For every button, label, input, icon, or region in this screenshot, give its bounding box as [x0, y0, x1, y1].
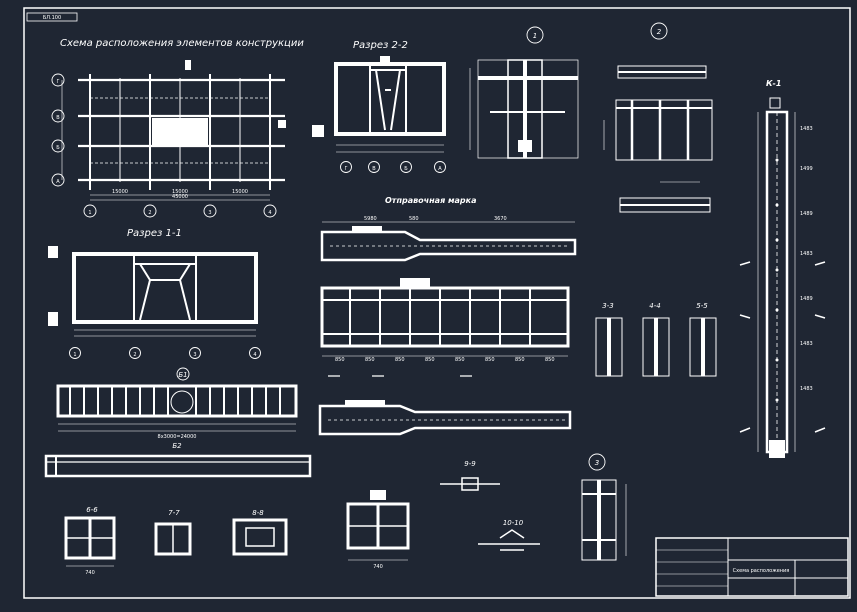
b2-title: Б2: [172, 442, 182, 450]
title-block-text: Схема расположения: [733, 568, 790, 574]
axis-label: 3: [193, 352, 196, 358]
detail-bottom-center: 740: [346, 490, 410, 570]
column-dimension: 1483: [800, 386, 813, 392]
cut-44-title: 4-4: [649, 302, 660, 310]
node-3-detail: [581, 479, 627, 561]
cut-1010: [478, 529, 540, 551]
corner-stamp: БЛ.100: [43, 15, 61, 21]
shipping-dimension: 850: [455, 357, 465, 363]
b1-marker: [176, 367, 190, 381]
layout-title: Схема расположения элементов конструкции: [60, 38, 304, 49]
column-dimension: 1483: [800, 126, 813, 132]
beam-b1: 8x3000=24000: [56, 384, 298, 440]
shipping-mark-elevation: 850 850 850 850 850 850 850 850: [320, 278, 570, 377]
cut-66-title: 6-6: [86, 506, 98, 514]
plan-dimension: 15000: [232, 189, 248, 195]
cut-66-dimension: 740: [85, 570, 95, 576]
shipping-mark-bottom: [318, 400, 572, 436]
cuts-66-77-88: 740: [64, 516, 288, 576]
cut-99: [440, 477, 500, 491]
node-1-marker: [526, 26, 544, 44]
axis-label: Б: [404, 166, 408, 172]
node-1-label: 1: [533, 32, 537, 40]
shipping-dimension: 850: [395, 357, 405, 363]
corner-stamp-box: [26, 12, 78, 22]
shipping-dimension: 850: [335, 357, 345, 363]
column-k1: 1483 1499 1489 1483 1489 1483 1483: [739, 97, 826, 458]
shipping-dimension: 580: [409, 216, 419, 222]
shipping-dimension: 5980: [364, 216, 377, 222]
axis-col-label: 3: [208, 210, 211, 216]
axis-col-label: 2: [148, 210, 151, 216]
section-11: 1 2 3 4: [48, 246, 261, 359]
plan-dimension: 15000: [172, 189, 188, 195]
shipping-dimension: 850: [485, 357, 495, 363]
plan-dimension: 45000: [172, 194, 188, 200]
shipping-mark-top: 5980 580 3670: [320, 216, 577, 262]
b1-title: Б1: [178, 371, 187, 379]
axis-row-label: Б: [56, 145, 60, 151]
axis-col-label: 1: [88, 210, 91, 216]
axis-row-label: В: [56, 115, 60, 121]
cut-99-title: 9-9: [464, 460, 476, 468]
axis-label: 1: [73, 352, 76, 358]
detail-dimension: 740: [373, 564, 383, 570]
shipping-dimension: 850: [425, 357, 435, 363]
node-3-marker: [588, 453, 606, 471]
plan-column-axes: 1 2 3 4 15000 15000 15000 45000: [83, 189, 277, 218]
cut-33-title: 3-3: [602, 302, 613, 310]
axis-row-label: Г: [56, 79, 59, 85]
axis-label: Г: [344, 166, 347, 172]
plan-dimension: 15000: [112, 189, 128, 195]
section-22: Г В Б А: [312, 56, 446, 173]
column-k1-title: К-1: [766, 79, 781, 88]
section-11-title: Разрез 1-1: [127, 228, 182, 239]
cut-77-title: 7-7: [168, 509, 180, 517]
section-22-title: Разрез 2-2: [353, 40, 408, 51]
node-1-detail: [469, 59, 579, 159]
axis-label: 4: [253, 352, 256, 358]
shipping-dimension: 850: [515, 357, 525, 363]
column-dimension: 1489: [800, 296, 813, 302]
column-dimension: 1489: [800, 211, 813, 217]
sheet-frame: [23, 7, 851, 599]
column-dimension: 1483: [800, 251, 813, 257]
layout-plan: [61, 60, 286, 201]
shipping-dimension: 850: [545, 357, 555, 363]
plan-row-axes: Г В Б А: [51, 73, 65, 187]
shipping-mark-title: Отправочная марка: [385, 196, 476, 205]
cuts-33-44-55: [595, 317, 717, 377]
b1-dimension: 8x3000=24000: [158, 434, 197, 440]
axis-col-label: 4: [268, 210, 271, 216]
node-2-marker: [650, 22, 668, 40]
shipping-dimension: 850: [365, 357, 375, 363]
axis-label: 2: [133, 352, 136, 358]
node-3-label: 3: [595, 459, 599, 467]
axis-label: В: [372, 166, 376, 172]
cut-88-title: 8-8: [252, 509, 264, 517]
node-2-label: 2: [657, 28, 662, 36]
column-dimension: 1483: [800, 341, 813, 347]
cut-1010-title: 10-10: [503, 519, 524, 527]
shipping-dimension: 3670: [494, 216, 507, 222]
node-2-detail: [603, 65, 713, 213]
axis-label: А: [438, 166, 442, 172]
title-block: Схема расположения: [655, 537, 849, 597]
beam-b2: [44, 454, 312, 478]
axis-row-label: А: [56, 179, 60, 185]
column-dimension: 1499: [800, 166, 813, 172]
cut-55-title: 5-5: [696, 302, 708, 310]
